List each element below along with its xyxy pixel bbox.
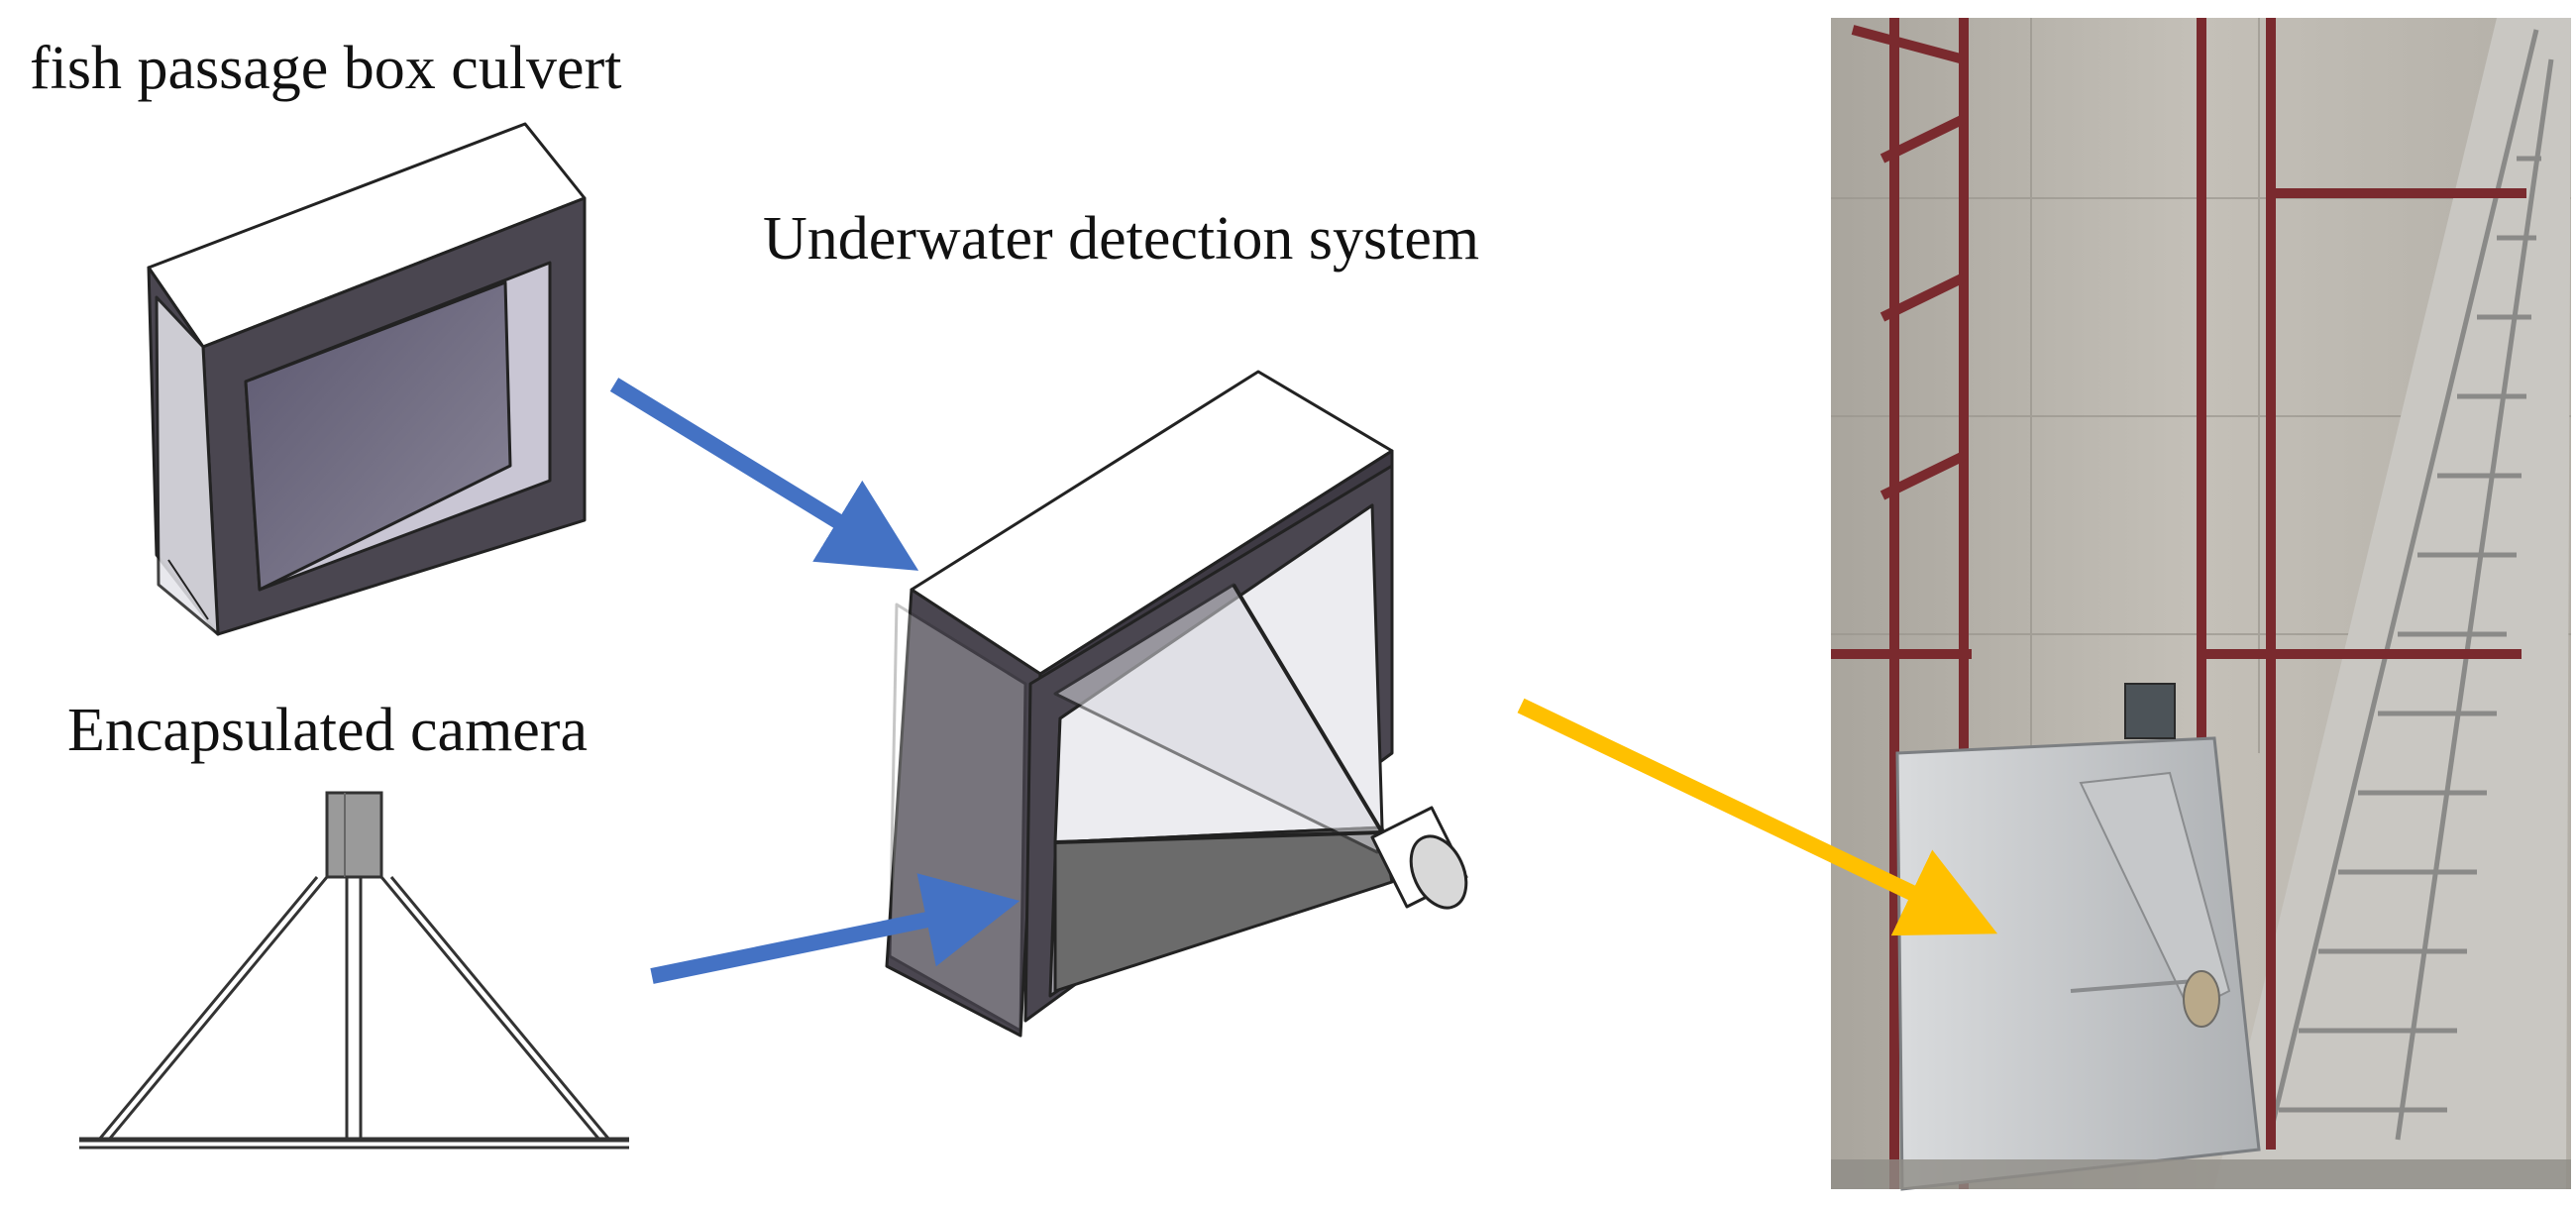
- detection-system-label: Underwater detection system: [763, 205, 1480, 273]
- system-to-photo-arrow: [1517, 698, 1998, 936]
- culvert-to-system-arrow: [609, 378, 919, 571]
- steel-frame: [1831, 18, 2526, 1189]
- encapsulated-camera-drawing: [79, 791, 629, 1150]
- camera-label: Encapsulated camera: [67, 697, 588, 764]
- ladder-grating: [2266, 29, 2554, 1141]
- camera-to-system-arrow: [650, 873, 1020, 984]
- culvert-label: fish passage box culvert: [30, 35, 622, 102]
- detection-system-drawing: [885, 370, 1468, 1038]
- box-culvert-drawing: [147, 122, 587, 636]
- installed-detection-box: [1895, 683, 2261, 1191]
- installed-system-photo: [1831, 18, 2571, 1191]
- camera-housing-drawing: [1370, 806, 1468, 910]
